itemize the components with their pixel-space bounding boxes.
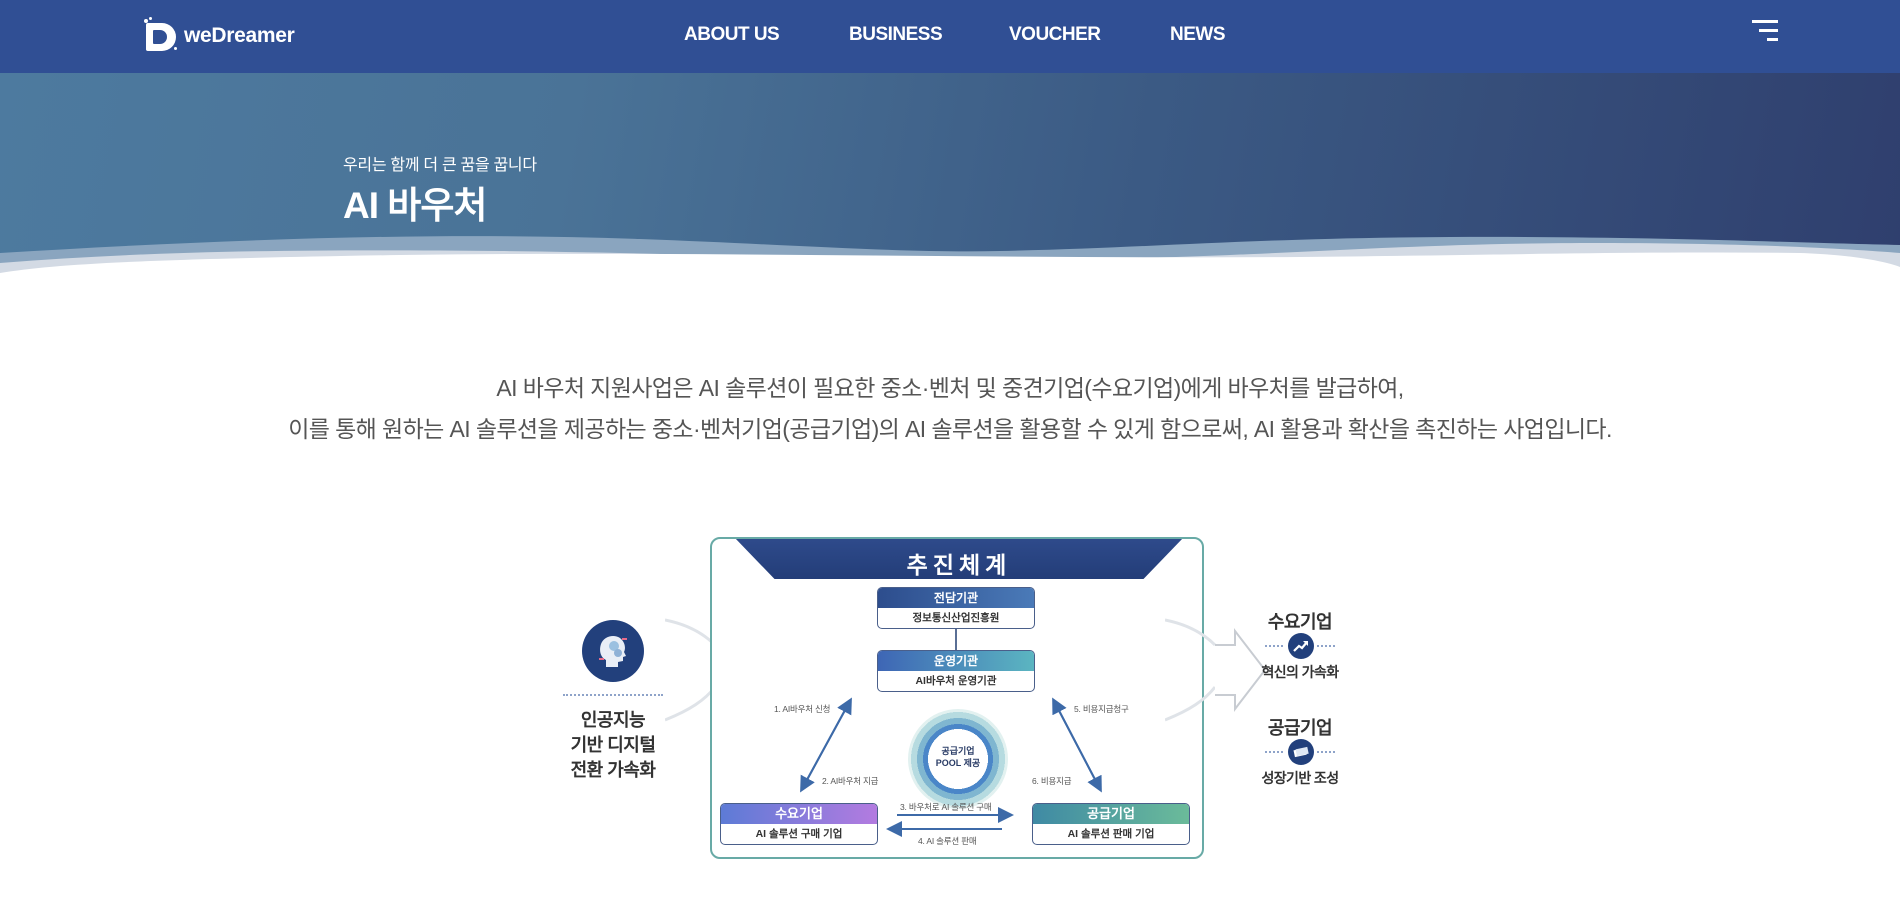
ai-head-icon xyxy=(582,620,644,682)
supply-company-title: 공급기업 xyxy=(1267,718,1333,738)
demand-company-box: 수요기업 AI 솔루션 구매 기업 xyxy=(720,803,878,845)
wave-decoration xyxy=(0,236,1900,273)
step-3-label: 3. 바우처로 AI 솔루션 구매 xyxy=(900,802,992,812)
demand-company-benefit: 혁신의 가속화 xyxy=(1261,664,1340,680)
promotion-system-diagram: 인공지능 기반 디지털 전환 가속화 추진체계 전담기관 정보통신산업진흥원 운… xyxy=(555,530,1355,870)
growth-chart-icon xyxy=(1288,633,1314,659)
logo[interactable]: weDreamer xyxy=(144,17,295,53)
supply-company-benefit: 성장기반 조성 xyxy=(1261,770,1340,786)
money-stack-icon xyxy=(1288,739,1314,765)
divider xyxy=(1265,751,1283,753)
connector-line xyxy=(955,629,957,650)
right-arrow-icon xyxy=(1165,618,1265,722)
panel-header xyxy=(734,539,1184,579)
divider xyxy=(563,694,663,696)
nav-business[interactable]: BUSINESS xyxy=(849,24,943,45)
main-nav: ABOUT US BUSINESS VOUCHER NEWS xyxy=(0,24,1900,50)
nav-about-us[interactable]: ABOUT US xyxy=(684,24,780,45)
nav-news[interactable]: NEWS xyxy=(1170,24,1226,45)
flow-arrows xyxy=(800,697,1102,837)
site-header: weDreamer ABOUT US BUSINESS VOUCHER NEWS xyxy=(0,0,1900,73)
supplier-pool-circle: 공급기업 POOL 제공 xyxy=(908,709,1008,809)
left-summary-text: 인공지능 기반 디지털 전환 가속화 xyxy=(570,710,656,780)
banner-subtitle: 우리는 함께 더 큰 꿈을 꿉니다 xyxy=(343,157,537,174)
step-2-label: 2. AI바우처 지급 xyxy=(822,776,879,786)
supply-company-box: 공급기업 AI 솔루션 판매 기업 xyxy=(1032,803,1190,845)
divider xyxy=(1317,751,1335,753)
panel-title: 추진체계 xyxy=(906,552,1012,578)
dedicated-agency-box: 전담기관 정보통신산업진흥원 xyxy=(877,587,1035,629)
divider xyxy=(1265,645,1283,647)
step-1-label: 1. AI바우처 신청 xyxy=(774,704,831,714)
operating-agency-box: 운영기관 AI바우처 운영기관 xyxy=(877,650,1035,692)
step-6-label: 6. 비용지급 xyxy=(1032,776,1072,786)
intro-description: AI 바우처 지원사업은 AI 솔루션이 필요한 중소·벤처 및 중견기업(수요… xyxy=(0,368,1900,450)
step-5-label: 5. 비용지급청구 xyxy=(1074,704,1129,714)
promotion-system-panel: 추진체계 전담기관 정보통신산업진흥원 운영기관 AI바우처 운영기관 공급기업… xyxy=(710,537,1204,859)
divider xyxy=(1317,645,1335,647)
description-line-1: AI 바우처 지원사업은 AI 솔루션이 필요한 중소·벤처 및 중견기업(수요… xyxy=(496,375,1404,401)
description-line-2: 이를 통해 원하는 AI 솔루션을 제공하는 중소·벤처기업(공급기업)의 AI… xyxy=(288,416,1612,442)
logo-text: weDreamer xyxy=(184,24,295,47)
page-banner: 우리는 함께 더 큰 꿈을 꿉니다 AI 바우처 xyxy=(0,73,1900,273)
page-title: AI 바우처 xyxy=(343,185,487,226)
demand-company-title: 수요기업 xyxy=(1267,612,1333,632)
step-4-label: 4. AI 솔루션 판매 xyxy=(918,836,977,846)
logo-d-icon xyxy=(144,17,178,53)
nav-voucher[interactable]: VOUCHER xyxy=(1009,24,1101,45)
hamburger-menu-icon[interactable] xyxy=(1752,18,1782,46)
